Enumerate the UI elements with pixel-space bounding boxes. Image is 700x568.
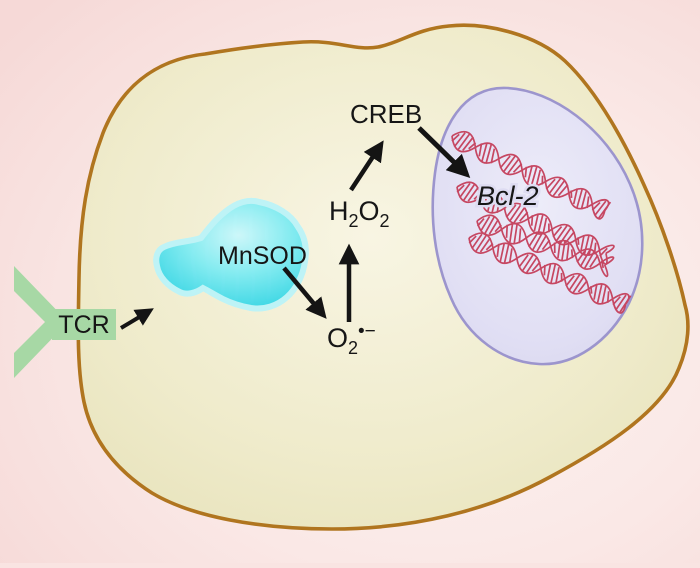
mitochondrion <box>156 201 305 309</box>
superoxide-label: O2•− <box>327 321 376 358</box>
bcl2-gene-label: Bcl-2 <box>477 181 539 211</box>
dna-helix <box>468 232 632 314</box>
arrow-creb-to-bcl2 <box>417 126 471 179</box>
arrow-tcr-to-mitochondrion <box>119 308 154 330</box>
dna-strands <box>451 130 632 314</box>
pathway-arrows <box>119 126 471 330</box>
tcr-label-box <box>52 309 116 340</box>
arrow-h2o2-to-creb <box>349 140 384 192</box>
dna-helix <box>451 130 612 220</box>
dna-helix <box>476 214 615 278</box>
arrow-mnsod-to-superoxide <box>282 266 327 319</box>
tcr-label: TCR <box>58 311 109 339</box>
creb-label: CREB <box>350 99 422 129</box>
h2o2-label: H2O2 <box>329 196 390 231</box>
tcr-receptor <box>14 266 68 378</box>
mnsod-label: MnSOD <box>218 242 307 270</box>
